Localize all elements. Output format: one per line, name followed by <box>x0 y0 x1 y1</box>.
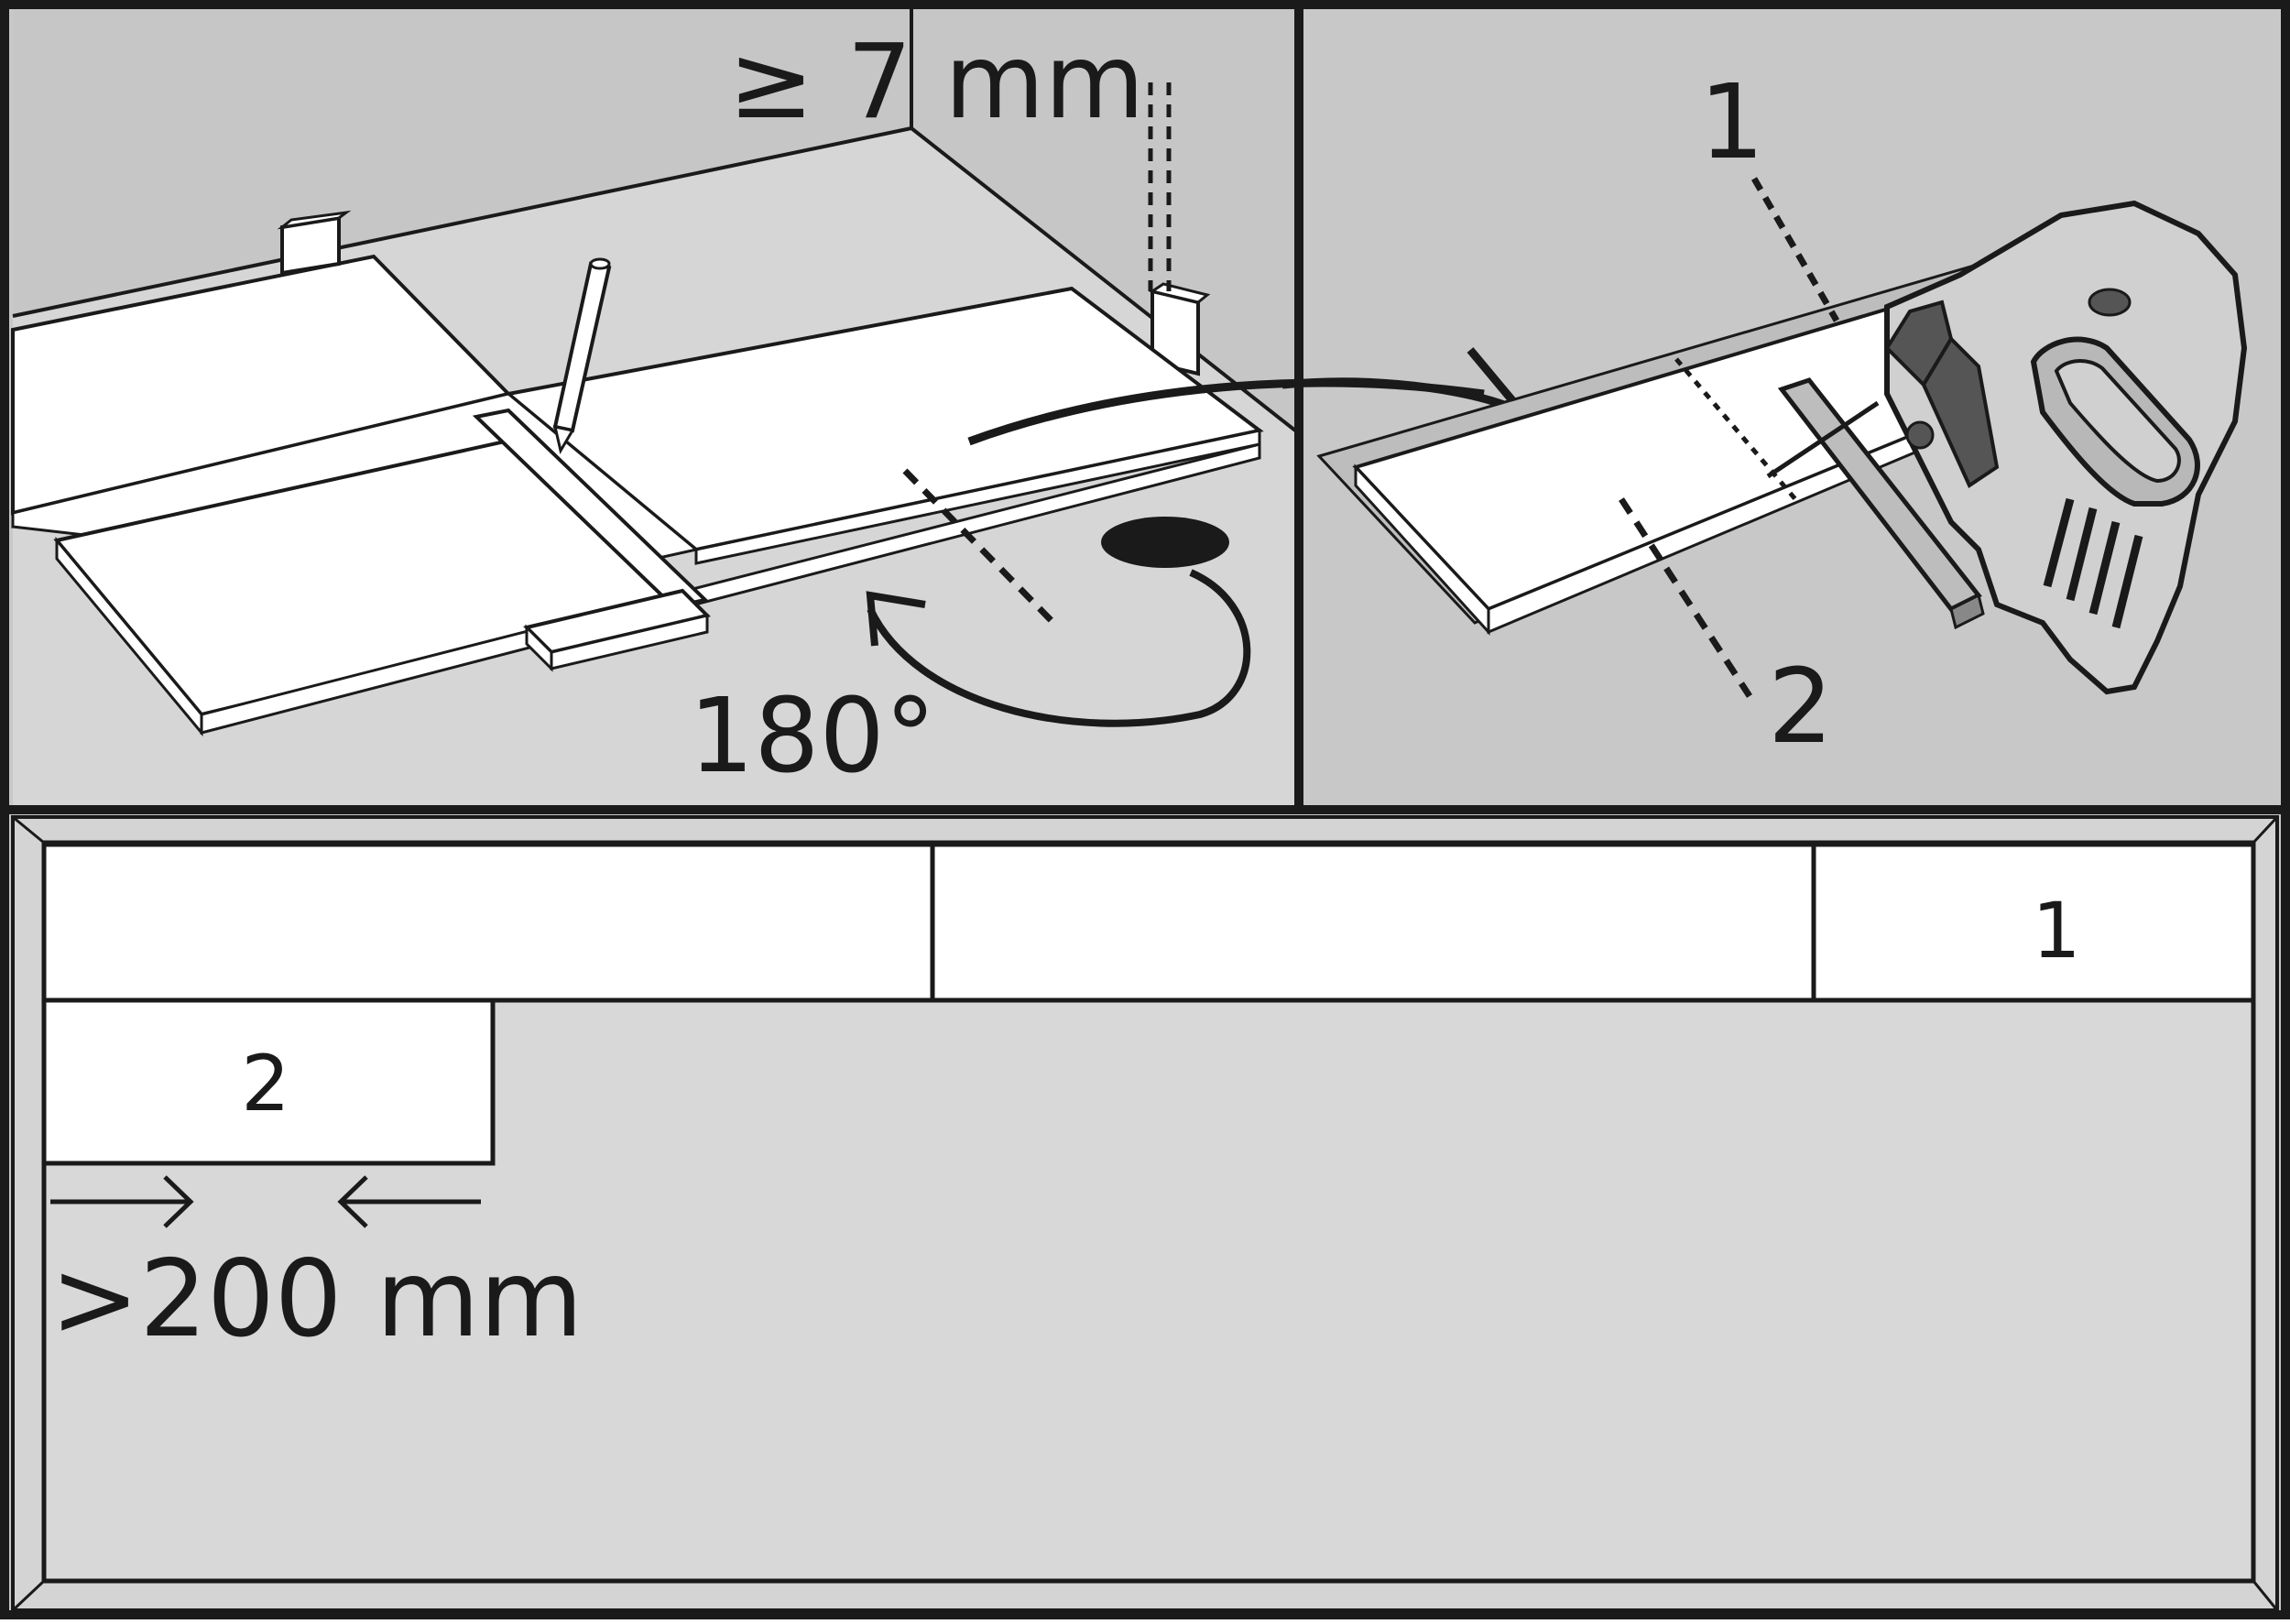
plank-row1-b <box>930 842 1816 1003</box>
plank-row1-c <box>1811 842 2256 1003</box>
cut-mark-dashed-line <box>902 468 1061 630</box>
panel-top-left: ≥ 7 mm 180° <box>11 9 1485 806</box>
plank-label-1: 1 <box>2032 886 2080 975</box>
bevel-tr <box>2252 815 2279 845</box>
offset-label: >200 mm <box>50 1237 583 1361</box>
pencil-icon <box>552 257 612 454</box>
callout-line-2 <box>1619 497 1752 698</box>
gap-label: ≥ 7 mm <box>728 23 1145 142</box>
offset-arrow-right <box>50 1175 194 1228</box>
rotation-arrow <box>867 569 1251 727</box>
rotation-pivot-dot <box>1101 517 1229 568</box>
offset-arrow-left <box>337 1175 481 1228</box>
plank-row1-a <box>41 842 935 1003</box>
bevel-tl <box>12 815 45 845</box>
jigsaw-icon <box>1766 200 2248 695</box>
rotation-label: 180° <box>689 677 936 796</box>
spacer-wedge-left <box>277 210 352 276</box>
callout-1: 1 <box>1699 63 1764 182</box>
rotation-arrowhead <box>866 591 926 647</box>
plank-label-2: 2 <box>241 1039 289 1128</box>
vent-slots <box>2043 497 2143 629</box>
bevel-br <box>2252 1580 2279 1611</box>
wall-floor-edge-left <box>12 126 912 318</box>
saw-cut-line <box>1674 357 1797 501</box>
bevel-bl <box>11 1579 46 1612</box>
panel-top-right: 1 2 <box>1281 63 2248 767</box>
callout-2: 2 <box>1768 648 1833 767</box>
square-ruler <box>472 408 711 672</box>
plank-row2-a <box>41 997 496 1166</box>
callout-line-1 <box>1750 177 1840 322</box>
wall-floor-edge-right <box>910 126 1297 432</box>
spacer-wedge-right <box>1149 282 1211 376</box>
transfer-arrow-end <box>1281 377 1513 412</box>
panel-bottom: 1 2 >200 mm <box>11 815 2279 1612</box>
front-plank-edge-front <box>200 442 1261 735</box>
